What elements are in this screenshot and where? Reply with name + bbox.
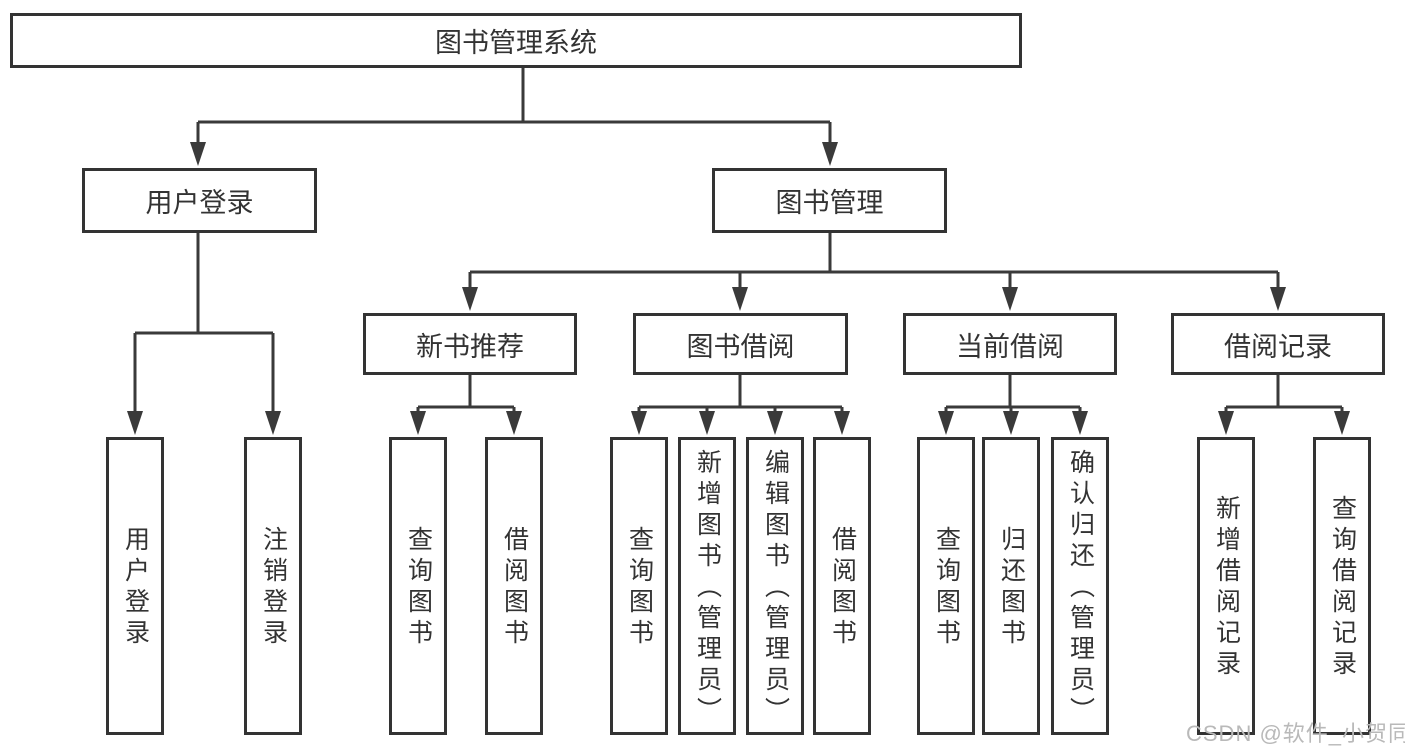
leaf-logout: 注销登录	[244, 437, 302, 735]
csdn-watermark: CSDN @软件_小贺同学	[1186, 721, 1405, 746]
node-book-borrow: 图书借阅	[633, 313, 848, 375]
connector-new-books-to-leaves	[410, 375, 522, 435]
leaf-bb-borrow-books: 借阅图书	[813, 437, 871, 735]
leaf-bb-edit-books-admin: 编辑图书（管理员）	[746, 437, 804, 735]
node-new-book-recommend: 新书推荐	[363, 313, 577, 375]
leaf-cb-return-books: 归还图书	[982, 437, 1040, 735]
connector-current-borrow-to-leaves	[938, 375, 1088, 435]
leaf-bb-add-books-admin: 新增图书（管理员）	[678, 437, 736, 735]
node-user-login: 用户登录	[82, 168, 317, 233]
leaf-bb-query-books: 查询图书	[610, 437, 668, 735]
leaf-rec-query-record: 查询借阅记录	[1313, 437, 1371, 735]
leaf-nb-query-books: 查询图书	[389, 437, 447, 735]
leaf-nb-borrow-books: 借阅图书	[485, 437, 543, 735]
leaf-cb-confirm-return-admin: 确认归还（管理员）	[1051, 437, 1109, 735]
leaf-cb-query-books: 查询图书	[917, 437, 975, 735]
connector-root-to-level2	[190, 68, 838, 166]
leaf-user-login: 用户登录	[106, 437, 164, 735]
connector-user-login-to-leaves	[127, 233, 281, 435]
node-book-management: 图书管理	[712, 168, 947, 233]
connector-book-mgmt-to-level3	[462, 233, 1286, 311]
connector-borrow-records-to-leaves	[1218, 375, 1350, 435]
node-root-system: 图书管理系统	[10, 13, 1022, 68]
connector-book-borrow-to-leaves	[631, 375, 850, 435]
leaf-rec-add-record: 新增借阅记录	[1197, 437, 1255, 735]
node-borrow-records: 借阅记录	[1171, 313, 1385, 375]
node-current-borrow: 当前借阅	[903, 313, 1117, 375]
